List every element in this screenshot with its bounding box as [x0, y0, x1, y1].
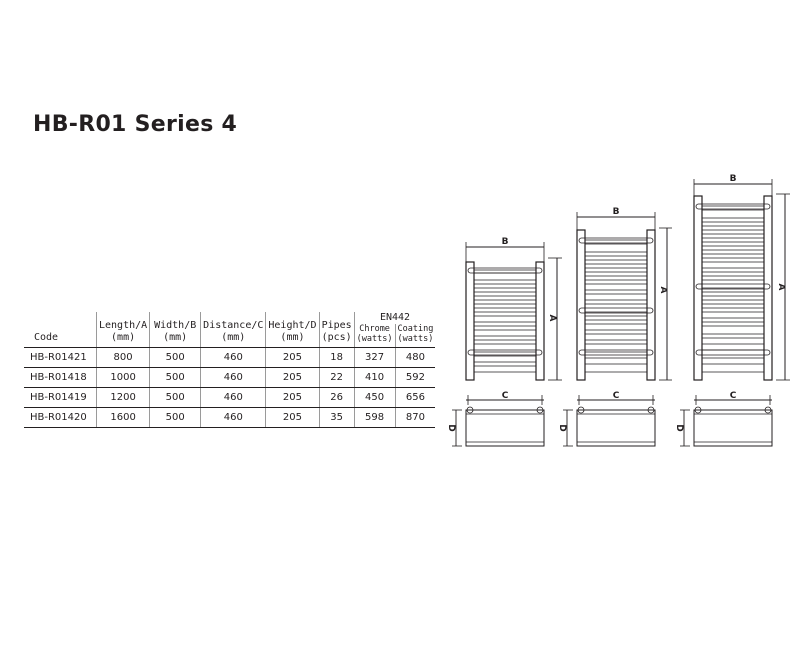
cell-code: HB-R01419 — [24, 387, 97, 408]
cell-chrome: 410 — [354, 367, 396, 388]
cell-chrome: 327 — [354, 347, 396, 368]
label-width-small: B — [502, 237, 509, 247]
cell-width: 500 — [149, 347, 202, 368]
table-row: HB-R01418 1000 500 460 205 22 410 592 — [24, 367, 436, 388]
cell-chrome: 598 — [354, 407, 396, 428]
cell-pipes: 22 — [319, 367, 355, 388]
label-distance-large: C — [730, 391, 737, 401]
label-length-medium: A — [658, 287, 668, 294]
cell-height: 205 — [265, 387, 320, 408]
table-row: HB-R01419 1200 500 460 205 26 450 656 — [24, 387, 436, 408]
page-title: HB-R01 Series 4 — [33, 112, 238, 137]
radiator-top-view-small — [452, 395, 545, 447]
cell-height: 205 — [265, 407, 320, 428]
cell-distance: 460 — [200, 387, 267, 408]
cell-pipes: 18 — [319, 347, 355, 368]
cell-height: 205 — [265, 367, 320, 388]
col-header-distance: Distance/C(mm) — [200, 312, 267, 348]
cell-length: 1600 — [96, 407, 151, 428]
label-height-medium: D — [557, 424, 567, 431]
col-header-width: Width/B(mm) — [149, 312, 202, 348]
col-header-length: Length/A(mm) — [96, 312, 151, 348]
col-header-coating: Coating(watts) — [395, 324, 436, 348]
label-width-large: B — [730, 174, 737, 184]
cell-coating: 480 — [395, 347, 436, 368]
radiator-top-view-medium — [563, 395, 656, 447]
spec-table: Code Length/A(mm) Width/B(mm) Distance/C… — [24, 312, 436, 428]
dimension-labels: B B B A A A C C C D D D — [446, 174, 786, 432]
cell-length: 1000 — [96, 367, 151, 388]
radiator-front-view-small — [465, 242, 562, 381]
cell-pipes: 26 — [319, 387, 355, 408]
cell-height: 205 — [265, 347, 320, 368]
table-row: HB-R01421 800 500 460 205 18 327 480 — [24, 347, 436, 368]
label-length-small: A — [547, 315, 557, 322]
cell-coating: 870 — [395, 407, 436, 428]
cell-width: 500 — [149, 407, 202, 428]
col-header-pipes: Pipes(pcs) — [319, 312, 355, 348]
col-group-en442: EN442 — [379, 312, 411, 323]
cell-pipes: 35 — [319, 407, 355, 428]
cell-code: HB-R01418 — [24, 367, 97, 388]
label-distance-medium: C — [613, 391, 620, 401]
radiator-top-view-large — [680, 395, 773, 447]
cell-width: 500 — [149, 387, 202, 408]
table-row: HB-R01420 1600 500 460 205 35 598 870 — [24, 407, 436, 428]
radiator-front-view-large — [693, 179, 790, 381]
cell-distance: 460 — [200, 407, 267, 428]
cell-distance: 460 — [200, 367, 267, 388]
cell-chrome: 450 — [354, 387, 396, 408]
cell-length: 800 — [96, 347, 151, 368]
label-width-medium: B — [613, 207, 620, 217]
cell-code: HB-R01420 — [24, 407, 97, 428]
col-header-height: Height/D(mm) — [265, 312, 320, 348]
label-height-large: D — [674, 424, 684, 431]
cell-width: 500 — [149, 367, 202, 388]
cell-code: HB-R01421 — [24, 347, 97, 368]
cell-coating: 592 — [395, 367, 436, 388]
label-distance-small: C — [502, 391, 509, 401]
col-header-code: Code — [24, 312, 97, 348]
label-length-large: A — [776, 284, 786, 291]
cell-distance: 460 — [200, 347, 267, 368]
cell-length: 1200 — [96, 387, 151, 408]
radiator-front-view-medium — [576, 212, 672, 381]
col-header-chrome: Chrome(watts) — [354, 324, 396, 348]
cell-coating: 656 — [395, 387, 436, 408]
label-height-small: D — [446, 424, 456, 431]
